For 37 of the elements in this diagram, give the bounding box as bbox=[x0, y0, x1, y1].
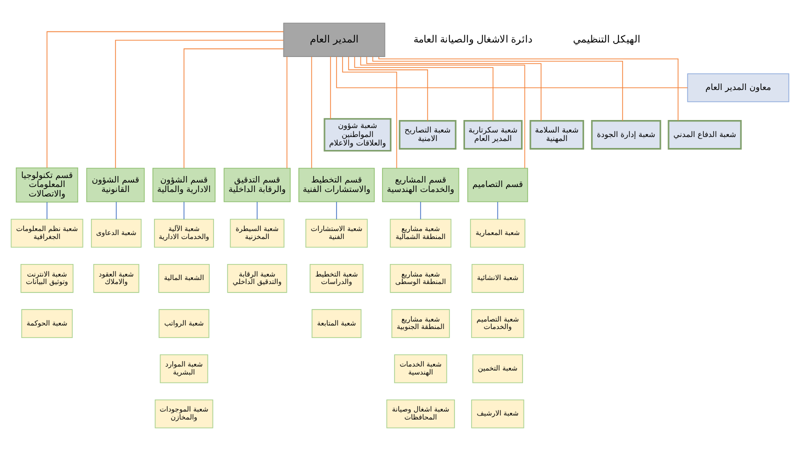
node-box: شعبة سكرتارية المدير العام bbox=[463, 120, 523, 150]
connector bbox=[372, 56, 624, 121]
connector bbox=[348, 56, 428, 121]
connector bbox=[497, 201, 498, 220]
node-box: قسم التدقيق والرقابة الداخلية bbox=[224, 167, 291, 202]
node-box: قسم تكنولوجيا المعلومات والاتصالات bbox=[16, 167, 78, 202]
connector bbox=[366, 56, 542, 121]
connector bbox=[256, 201, 258, 220]
connector bbox=[330, 56, 331, 119]
node-box: شعبة السلامة المهنية bbox=[530, 120, 584, 150]
node-box: معاون المدير العام bbox=[687, 72, 790, 102]
connector bbox=[286, 56, 288, 168]
connector bbox=[336, 56, 688, 88]
node-box: قسم التخطيط والاستشارات الفنية bbox=[298, 167, 375, 202]
connector bbox=[46, 30, 284, 168]
connector bbox=[354, 56, 494, 120]
connector bbox=[46, 201, 48, 219]
node-box: قسم التصاميم bbox=[467, 167, 528, 202]
node-box: قسم الشؤون القانونية bbox=[86, 167, 145, 202]
node-box: قسم الشؤون الادارية والمالية bbox=[152, 167, 216, 202]
label: دائرة الاشغال والصيانة العامة bbox=[413, 34, 532, 45]
node-box: قسم المشاريع والخدمات الهندسية bbox=[382, 167, 460, 202]
connector bbox=[115, 39, 284, 168]
connector bbox=[184, 48, 284, 168]
connector bbox=[311, 56, 312, 168]
node-box: شعبة الدفاع المدني bbox=[668, 120, 742, 150]
node-box: المدير العام bbox=[283, 22, 386, 56]
connector bbox=[342, 56, 398, 168]
connector bbox=[336, 201, 337, 220]
label: الهيكل التنظيمي bbox=[572, 34, 640, 45]
connector bbox=[116, 201, 117, 220]
connector bbox=[378, 56, 678, 120]
node-box: شعبة شؤون المواطنين والعلاقات والاعلام bbox=[324, 118, 392, 152]
connector bbox=[360, 56, 526, 168]
node-box: شعبة إدارة الجودة bbox=[591, 120, 662, 150]
node-box: شعبة التصاريح الامنية bbox=[398, 120, 456, 150]
connector bbox=[420, 201, 422, 220]
